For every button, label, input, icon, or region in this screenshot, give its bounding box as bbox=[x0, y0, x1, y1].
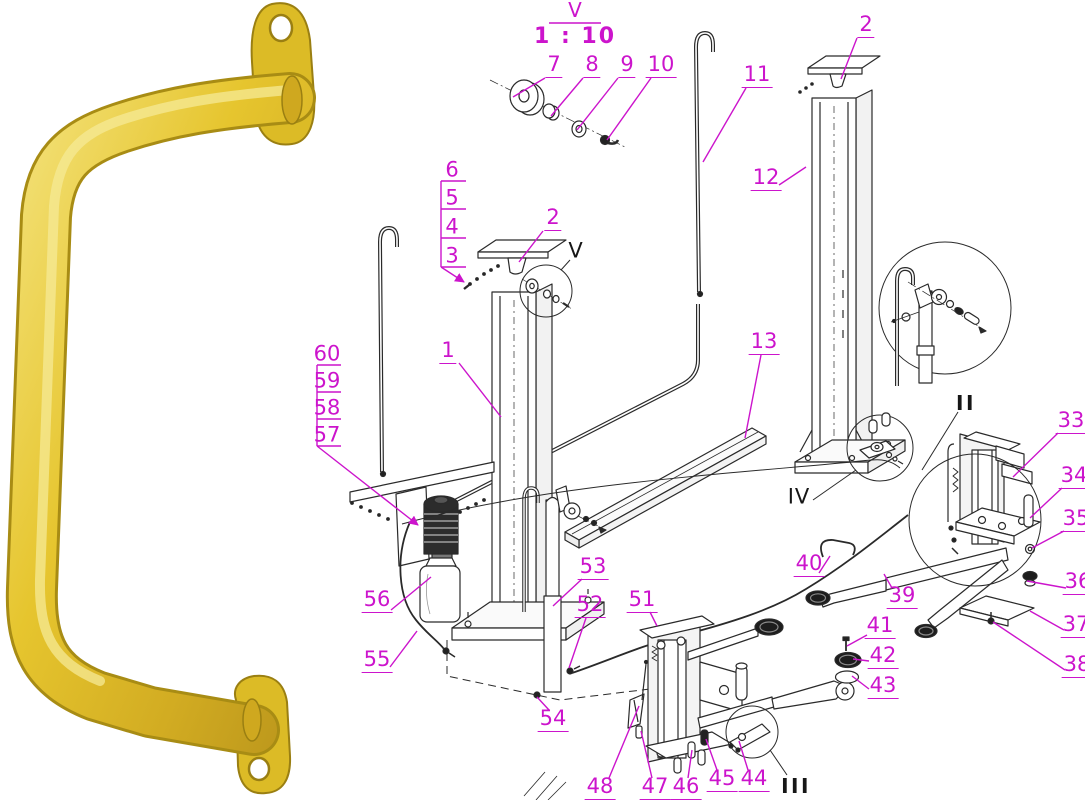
detail-circle-cylinder-top bbox=[878, 241, 1012, 386]
callout-39: 39 bbox=[886, 583, 918, 609]
callout-3: 3 bbox=[445, 243, 459, 268]
callout-41: 41 bbox=[864, 613, 896, 639]
callout-2-top: 2 bbox=[857, 12, 875, 38]
yellow-handle-photo bbox=[5, 2, 316, 795]
callout-36: 36 bbox=[1062, 571, 1085, 595]
bent-tube-frame bbox=[401, 304, 700, 530]
detail-circle-iv bbox=[846, 412, 914, 482]
callout-37: 37 bbox=[1060, 614, 1085, 638]
callout-12: 12 bbox=[750, 165, 782, 191]
callout-33: 33 bbox=[1055, 408, 1085, 434]
detail-circle-ii bbox=[908, 453, 1042, 587]
hook-rod-right-11 bbox=[694, 31, 715, 298]
callout-45: 45 bbox=[706, 766, 738, 792]
callout-52: 52 bbox=[574, 592, 606, 618]
callout-56: 56 bbox=[361, 587, 393, 613]
handle-tube bbox=[8, 75, 313, 753]
callout-42: 42 bbox=[867, 643, 899, 669]
fitting-52 bbox=[566, 667, 574, 675]
oil-hose-55 bbox=[399, 521, 445, 650]
callout-11: 11 bbox=[741, 62, 773, 88]
lift-arm-center-upper bbox=[687, 618, 784, 661]
callout-40: 40 bbox=[793, 551, 825, 577]
callout-leader-lines bbox=[316, 22, 1067, 779]
hose-guide-40 bbox=[820, 539, 856, 558]
pin-34 bbox=[1023, 494, 1034, 528]
callout-2-mid: 2 bbox=[544, 205, 562, 231]
foundation-outline bbox=[446, 640, 659, 800]
callout-47: 47 bbox=[639, 774, 671, 800]
callout-4: 4 bbox=[445, 214, 459, 239]
callout-35: 35 bbox=[1060, 508, 1085, 532]
hook-rod-left bbox=[378, 226, 399, 478]
column-1 bbox=[451, 283, 605, 641]
black-leaders bbox=[560, 259, 959, 776]
handle-bottom-flange-hole bbox=[247, 756, 271, 782]
callout-59: 59 bbox=[313, 368, 341, 393]
handle-top-flange-hole bbox=[268, 13, 294, 43]
detail-label-v: V bbox=[568, 238, 584, 263]
callout-6: 6 bbox=[445, 157, 459, 182]
callout-1: 1 bbox=[439, 338, 457, 364]
callout-51: 51 bbox=[626, 587, 658, 613]
carriage-right bbox=[947, 431, 1041, 587]
callout-55: 55 bbox=[361, 647, 393, 673]
callout-34: 34 bbox=[1058, 465, 1085, 489]
callout-60: 60 bbox=[313, 341, 341, 366]
lift-arm-right-lower bbox=[914, 559, 1035, 639]
callout-58: 58 bbox=[313, 395, 341, 420]
callout-13: 13 bbox=[748, 329, 780, 355]
callout-38: 38 bbox=[1061, 654, 1085, 678]
lift-arm-center-lower bbox=[697, 636, 862, 729]
detail-label-ii: II bbox=[956, 391, 976, 415]
callout-53: 53 bbox=[577, 554, 609, 580]
callout-57: 57 bbox=[313, 422, 341, 447]
detail-label-iv: IV bbox=[787, 484, 811, 509]
hydraulic-hose-51 bbox=[401, 459, 909, 674]
callout-43: 43 bbox=[867, 673, 899, 699]
detail-circle-v bbox=[519, 264, 573, 318]
carriage-center bbox=[627, 615, 748, 774]
column-12 bbox=[794, 89, 906, 474]
callout-5: 5 bbox=[445, 185, 459, 210]
drive-on-ramp bbox=[564, 427, 767, 549]
callout-8: 8 bbox=[583, 52, 601, 78]
cap-plate-column-12 bbox=[798, 55, 881, 94]
pin-47 bbox=[635, 725, 643, 739]
power-unit bbox=[349, 461, 495, 658]
detail-label-iii: III bbox=[781, 774, 811, 798]
lift-arm-right-39 bbox=[805, 539, 1009, 608]
callout-9: 9 bbox=[618, 52, 636, 78]
scale-view-letter: V bbox=[568, 0, 582, 22]
callout-10: 10 bbox=[645, 52, 677, 78]
bolt-38 bbox=[987, 617, 995, 625]
line-art bbox=[349, 31, 1042, 800]
pulley-parts-7-10 bbox=[489, 79, 626, 148]
callout-46: 46 bbox=[670, 774, 702, 800]
callout-48: 48 bbox=[584, 774, 616, 800]
mount-36 bbox=[1022, 570, 1038, 582]
cap-plate-column-1 bbox=[463, 239, 567, 290]
pad-washer-43 bbox=[834, 670, 860, 684]
callout-7: 7 bbox=[545, 52, 563, 78]
callout-44: 44 bbox=[738, 766, 770, 792]
callout-54: 54 bbox=[537, 706, 569, 732]
scale-ratio: 1 : 10 bbox=[533, 24, 617, 49]
